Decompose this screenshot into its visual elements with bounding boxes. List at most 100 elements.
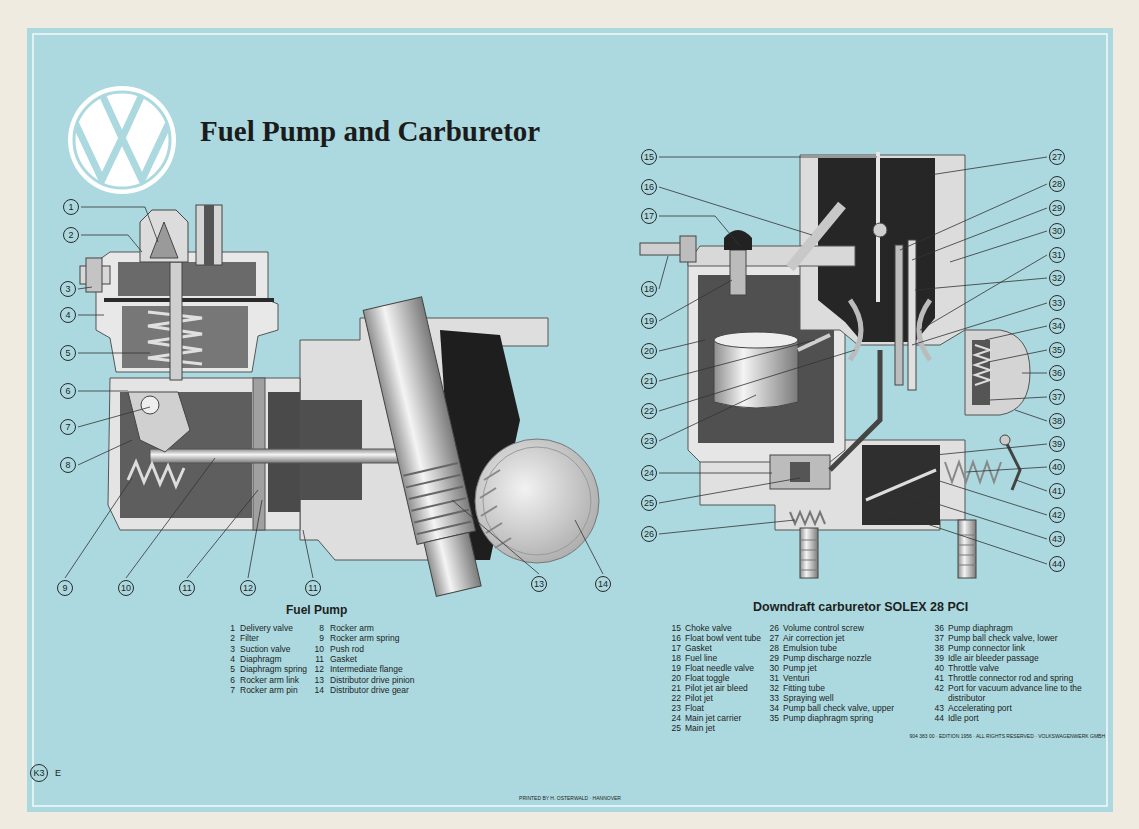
- outlet-bore: [204, 205, 214, 265]
- leader-line: [575, 520, 603, 574]
- part-name: Throttle valve: [948, 663, 1098, 673]
- part-name: Pump diaphragm: [948, 623, 1098, 633]
- spring-chamber: [122, 306, 248, 368]
- callout-number: 35: [1052, 345, 1062, 355]
- spraying-well: [908, 240, 916, 390]
- leader-line: [659, 216, 740, 246]
- callout-number: 40: [1052, 462, 1062, 472]
- callout-number: 20: [644, 346, 654, 356]
- part-number: 5: [230, 664, 235, 674]
- part-name: Throttle connector rod and spring: [948, 673, 1098, 683]
- rocker-arm: [128, 392, 190, 452]
- part-name: Rocker arm: [330, 623, 374, 633]
- callout-number: 31: [1052, 250, 1062, 260]
- part-name: Accelerating port: [948, 703, 1098, 713]
- part-name: Float: [685, 703, 704, 713]
- logo-w: [72, 116, 172, 180]
- part-number: 1: [230, 623, 235, 633]
- part-number: 32: [770, 683, 779, 693]
- part-number: 28: [770, 643, 779, 653]
- float-toggle: [798, 335, 830, 350]
- part-name: Intermediate flange: [330, 664, 403, 674]
- leader-line: [912, 303, 1047, 345]
- part-name: Push rod: [330, 644, 364, 654]
- callout-number: 4: [65, 310, 70, 320]
- callout-circle: 27: [1049, 149, 1065, 165]
- leader-line: [78, 440, 132, 465]
- leader-line: [930, 478, 1047, 515]
- callout-number: 26: [644, 529, 654, 539]
- distributor-shaft: [363, 297, 488, 598]
- part-name: Diaphragm spring: [240, 664, 307, 674]
- part-number: 16: [672, 633, 681, 643]
- part-number: 11: [315, 654, 324, 664]
- filter: [150, 222, 178, 258]
- leader-line: [78, 353, 150, 354]
- callout-number: 36: [1052, 368, 1062, 378]
- callout-circle: 28: [1049, 176, 1065, 192]
- callout-number: 29: [1052, 203, 1062, 213]
- leader-line: [1015, 410, 1047, 421]
- bowl-cover: [688, 246, 855, 266]
- outlet-pipe: [196, 205, 222, 265]
- part-number: 38: [935, 643, 944, 653]
- part-number: 40: [935, 663, 944, 673]
- leader-line: [900, 184, 1047, 250]
- part-number: 18: [672, 653, 681, 663]
- callout-circle: 32: [1049, 270, 1065, 286]
- callout-number: 1: [68, 202, 73, 212]
- part-number: 14: [315, 685, 324, 695]
- part-number: 36: [935, 623, 944, 633]
- part-name: Rocker arm pin: [240, 685, 298, 695]
- leader-line: [988, 350, 1047, 362]
- callout-number: 11: [182, 583, 191, 593]
- part-number: 42: [935, 683, 944, 693]
- leader-line: [81, 207, 158, 242]
- callout-circle: 4: [60, 307, 76, 323]
- callout-circle: 42: [1049, 507, 1065, 523]
- part-number: 22: [672, 693, 681, 703]
- callout-number: 43: [1052, 534, 1062, 544]
- callout-circle: 5: [60, 345, 76, 361]
- shaft-end: [424, 532, 481, 596]
- callout-number: 39: [1052, 439, 1062, 449]
- callout-number: 14: [598, 579, 608, 589]
- part-name: Float needle valve: [685, 663, 754, 673]
- part-number: 21: [672, 683, 681, 693]
- callout-circle: 18: [641, 281, 657, 297]
- callout-circle: 14: [595, 576, 611, 592]
- part-number: 44: [935, 713, 944, 723]
- part-number: 9: [319, 633, 324, 643]
- part-name: Venturi: [783, 673, 809, 683]
- vent-tube: [790, 205, 842, 268]
- part-number: 43: [935, 703, 944, 713]
- callout-number: 2: [68, 230, 73, 240]
- callout-circle: 30: [1049, 223, 1065, 239]
- leader-line: [65, 478, 132, 578]
- callout-number: 24: [644, 468, 654, 478]
- callout-number: 41: [1052, 486, 1062, 496]
- needle-cap: [724, 230, 752, 250]
- part-number: 37: [935, 633, 944, 643]
- part-name: Choke valve: [685, 623, 732, 633]
- part-name: Fuel line: [685, 653, 717, 663]
- callout-number: 7: [65, 422, 70, 432]
- part-name: Float toggle: [685, 673, 729, 683]
- callout-number: 25: [644, 498, 654, 508]
- leader-line: [452, 500, 539, 574]
- part-name: Rocker arm spring: [330, 633, 399, 643]
- gear-teeth: [480, 470, 511, 548]
- part-number: 39: [935, 653, 944, 663]
- callout-circle: 23: [641, 433, 657, 449]
- callout-circle: 10: [118, 580, 134, 596]
- leader-line: [950, 231, 1047, 262]
- leader-line: [659, 340, 705, 351]
- part-name: Volume control screw: [783, 623, 864, 633]
- part-number: 6: [230, 675, 235, 685]
- stud-threads: [800, 535, 976, 570]
- part-name: Float bowl vent tube: [685, 633, 761, 643]
- part-name: Rocker arm link: [240, 675, 299, 685]
- part-name: Main jet carrier: [685, 713, 741, 723]
- part-name: Suction valve: [240, 644, 291, 654]
